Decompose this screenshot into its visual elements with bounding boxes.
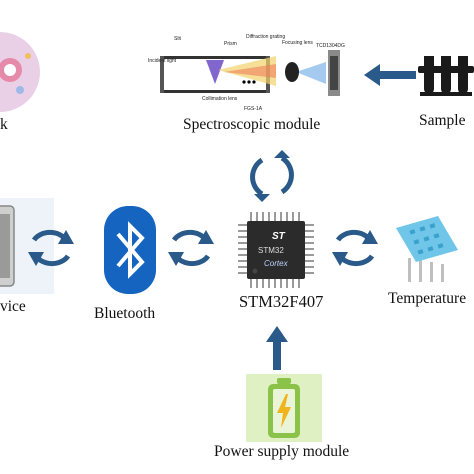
arrow-power-to-mcu bbox=[266, 326, 288, 370]
sample-label: Sample bbox=[419, 112, 466, 129]
sample-tubes-icon bbox=[418, 52, 474, 100]
spectrometer-diagram: Slit Incident light Prism Diffraction gr… bbox=[146, 26, 356, 114]
label-fgs: FGS-1A bbox=[244, 106, 263, 112]
label-incident-light: Incident light bbox=[148, 58, 177, 64]
label-focusing-lens: Focusing lens bbox=[282, 40, 313, 46]
arrows-mcu-temperature bbox=[330, 226, 380, 270]
arrows-device-bluetooth bbox=[26, 226, 76, 270]
mcu-label: STM32F407 bbox=[239, 292, 324, 311]
bluetooth-icon bbox=[104, 206, 156, 294]
temperature-label: Temperature bbox=[388, 290, 467, 307]
device-label: vice bbox=[0, 298, 26, 315]
mobile-device-image bbox=[0, 198, 54, 294]
label-tcd: TCD1304DG bbox=[316, 43, 345, 49]
left-top-label: k bbox=[0, 116, 8, 133]
bluetooth-label: Bluetooth bbox=[94, 305, 156, 322]
stm32-chip: ST STM32 Cortex bbox=[238, 212, 314, 288]
arrows-bluetooth-mcu bbox=[166, 226, 216, 270]
label-diffraction-grating: Diffraction grating bbox=[246, 34, 285, 40]
battery-icon bbox=[246, 374, 322, 442]
label-collimation-lens: Collimation lens bbox=[202, 96, 238, 102]
temperature-sensor-icon bbox=[394, 214, 462, 284]
label-prism: Prism bbox=[224, 41, 237, 47]
chip-model: STM32 bbox=[258, 246, 284, 255]
arrow-sample-to-spectrometer bbox=[364, 64, 416, 86]
spectroscopic-module-label: Spectroscopic module bbox=[183, 116, 321, 133]
arrows-spectrometer-mcu bbox=[244, 150, 300, 202]
power-supply-label: Power supply module bbox=[214, 443, 350, 460]
label-slit: Slit bbox=[174, 36, 182, 42]
chip-core: Cortex bbox=[264, 259, 289, 268]
left-top-image bbox=[0, 30, 42, 114]
chip-brand: ST bbox=[272, 231, 286, 242]
